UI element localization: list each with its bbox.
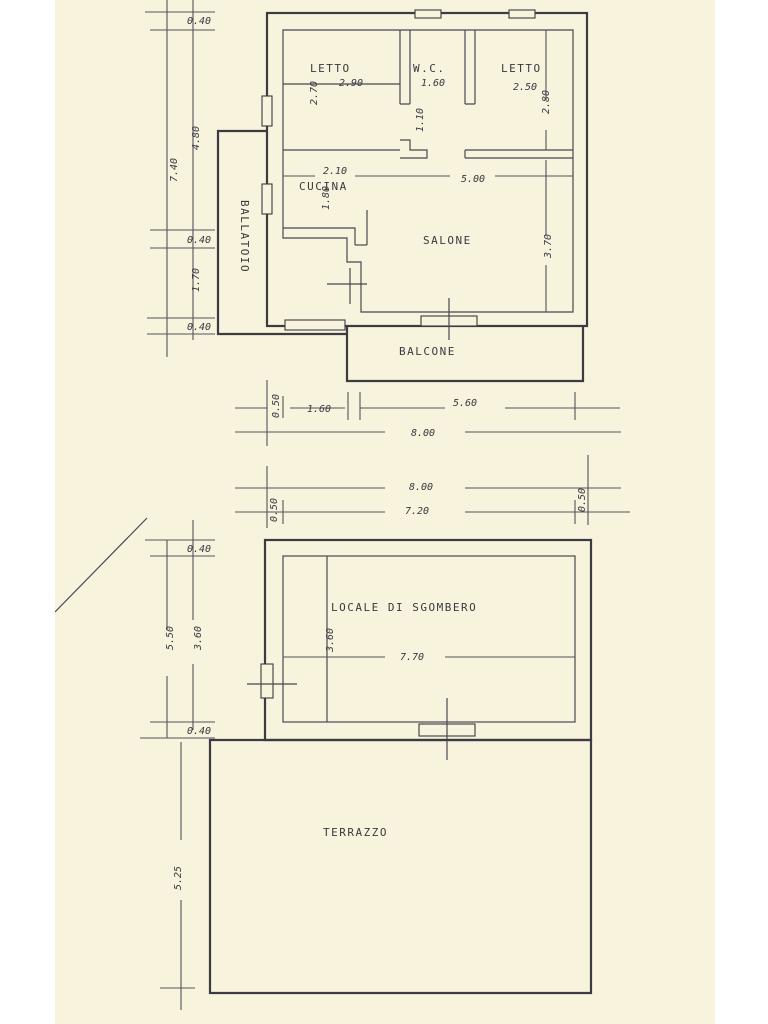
sgombero-inner-wall [282, 555, 576, 723]
dim-letto2-width: 2.50 [513, 82, 537, 93]
dim-h1-c: 5.60 [453, 398, 477, 409]
dim-h2-a: 0.50 [269, 498, 280, 522]
upper-left-dimensions: 0.40 7.40 4.80 0.40 1.70 0.40 [145, 0, 215, 357]
room-balcone: BALCONE [399, 345, 456, 358]
room-wc: W.C. [413, 62, 446, 75]
dim-salone-width: 5.00 [461, 174, 485, 185]
partition-letto2-salone [464, 149, 573, 159]
dim-letto1-width: 2.90 [339, 78, 363, 89]
terrazzo-outline [208, 738, 593, 995]
partition-letto-cucina [283, 139, 428, 159]
dim-cucina-width: 2.10 [323, 166, 347, 177]
upper-floor: LETTO W.C. LETTO CUCINA SALONE BALCONE B… [216, 9, 589, 383]
window [414, 9, 442, 19]
balcone-wall [345, 326, 585, 383]
lower-floor: LOCALE DI SGOMBERO 7.70 3.60 TERRAZZO [55, 517, 593, 995]
opening-marks [327, 268, 450, 340]
dim-h2-inner: 7.20 [405, 506, 429, 517]
dim-left-upper: 4.80 [191, 126, 202, 150]
inner-wall [282, 29, 574, 313]
dim-h1-total: 8.00 [411, 428, 435, 439]
dim-sg-width: 7.70 [400, 652, 424, 663]
window [260, 663, 274, 699]
room-letto-1: LETTO [310, 62, 351, 75]
dim-left-mid: 0.40 [187, 235, 211, 246]
window [284, 319, 346, 331]
dim-left-top: 0.40 [187, 16, 211, 27]
room-locale-sgombero: LOCALE DI SGOMBERO [331, 601, 477, 614]
partition-letto-wc [283, 30, 411, 105]
horizontal-dimensions: 0.50 1.60 5.60 8.00 8.00 0.50 7.20 0.50 [235, 380, 630, 528]
dim-sg-depth: 3.60 [325, 628, 336, 653]
dim-wc-width: 1.60 [421, 78, 445, 89]
partition-cucina [283, 210, 368, 245]
window [261, 95, 273, 127]
drawing-sheet: LETTO W.C. LETTO CUCINA SALONE BALCONE B… [55, 0, 715, 1024]
dim-lines-left [145, 0, 215, 357]
lower-left-dimensions: 0.40 5.50 3.60 0.40 5.25 [140, 520, 215, 1010]
dim-wc-depth: 1.10 [415, 108, 426, 132]
dim-ticks-row-1 [266, 380, 576, 446]
dim-row-4 [235, 455, 630, 528]
room-ballatoio: BALLATOIO [238, 200, 251, 273]
dim-h1-a: 0.50 [271, 394, 282, 418]
window [261, 183, 273, 215]
dim-left-lower: 1.70 [191, 268, 202, 292]
dim-cucina-depth: 1.80 [321, 186, 332, 210]
sgombero-outer-wall [263, 538, 593, 742]
dim-salone-depth: 3.70 [543, 234, 554, 259]
floor-plan: LETTO W.C. LETTO CUCINA SALONE BALCONE B… [55, 0, 630, 1010]
dim-h2-b: 0.50 [577, 488, 588, 512]
outer-wall [265, 11, 589, 328]
room-salone: SALONE [423, 234, 472, 247]
room-terrazzo: TERRAZZO [323, 826, 388, 839]
dim-line-terrazzo [160, 742, 195, 1010]
section-line [55, 517, 148, 613]
ballatoio-wall [216, 129, 347, 336]
dim-letto2-depth: 2.80 [541, 90, 552, 114]
dim-terrazzo-depth: 5.25 [173, 866, 184, 890]
dim-lines-lower [140, 520, 215, 739]
dim-sg-total: 5.50 [165, 626, 176, 650]
dim-h1-b: 1.60 [307, 404, 331, 415]
dim-h2-total: 8.00 [409, 482, 433, 493]
room-cucina: CUCINA [299, 180, 348, 193]
dim-left-total: 7.40 [169, 158, 180, 182]
partition-wc-letto [464, 30, 476, 105]
dim-sg-top: 0.40 [187, 544, 211, 555]
dim-letto1-depth: 2.70 [309, 81, 320, 105]
dim-sg-bottom: 0.40 [187, 726, 211, 737]
window [508, 9, 536, 19]
dim-left-bottom: 0.40 [187, 322, 211, 333]
room-letto-2: LETTO [501, 62, 542, 75]
dim-sg-inner: 3.60 [193, 626, 204, 651]
